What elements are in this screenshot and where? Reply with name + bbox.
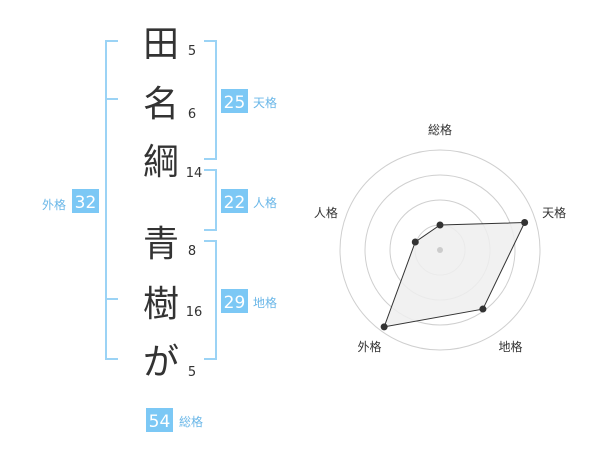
radar-axis-label: 総格 bbox=[428, 122, 452, 137]
radar-point bbox=[479, 305, 487, 313]
chikaku-value: 29 bbox=[224, 293, 246, 313]
stroke-count: 5 bbox=[188, 365, 196, 380]
jinkaku-bracket bbox=[204, 169, 217, 231]
stroke-count: 16 bbox=[186, 305, 203, 320]
jinkaku-badge: 22 人格 bbox=[221, 189, 277, 213]
name-char: が bbox=[143, 342, 179, 383]
tenkaku-badge: 25 天格 bbox=[221, 89, 277, 113]
tenkaku-label: 天格 bbox=[253, 95, 277, 110]
radar-point bbox=[411, 238, 419, 246]
stroke-count: 8 bbox=[188, 244, 196, 259]
stroke-count: 5 bbox=[188, 44, 196, 59]
name-char: 樹 bbox=[143, 284, 179, 325]
tenkaku-value: 25 bbox=[224, 93, 246, 113]
name-characters: 田 名 綱 青 樹 が bbox=[143, 24, 179, 383]
radar-area bbox=[383, 221, 526, 328]
soukaku-value: 54 bbox=[149, 412, 171, 432]
stroke-count: 6 bbox=[188, 107, 196, 122]
chikaku-bracket bbox=[204, 240, 217, 360]
radar-axis-label: 外格 bbox=[357, 339, 381, 354]
name-char: 綱 bbox=[143, 142, 179, 183]
jinkaku-value: 22 bbox=[224, 193, 246, 213]
chikaku-label: 地格 bbox=[253, 295, 277, 310]
jinkaku-label: 人格 bbox=[253, 195, 277, 210]
name-char: 青 bbox=[143, 224, 179, 265]
radar-ring bbox=[364, 174, 516, 326]
radar-center bbox=[437, 247, 443, 253]
radar-axis-label: 地格 bbox=[499, 339, 523, 354]
radar-axis-label: 人格 bbox=[314, 205, 338, 220]
gaikaku-badge: 外格 32 bbox=[42, 189, 99, 213]
gaikaku-label: 外格 bbox=[42, 197, 66, 212]
gaikaku-bracket bbox=[105, 40, 118, 360]
chikaku-badge: 29 地格 bbox=[221, 289, 277, 313]
radar-point bbox=[436, 221, 444, 229]
name-char: 名 bbox=[143, 84, 179, 125]
stroke-count: 14 bbox=[186, 166, 203, 181]
soukaku-label: 総格 bbox=[179, 414, 203, 429]
tenkaku-bracket bbox=[204, 40, 217, 160]
radar-axis-label: 天格 bbox=[542, 205, 566, 220]
soukaku-badge: 54 総格 bbox=[146, 408, 203, 432]
radar-ring bbox=[339, 149, 541, 351]
radar-point bbox=[380, 323, 388, 331]
radar-point bbox=[521, 218, 529, 226]
name-char: 田 bbox=[143, 24, 179, 65]
gaikaku-value: 32 bbox=[75, 193, 97, 213]
stroke-counts: 5 6 14 8 16 5 bbox=[186, 44, 203, 380]
